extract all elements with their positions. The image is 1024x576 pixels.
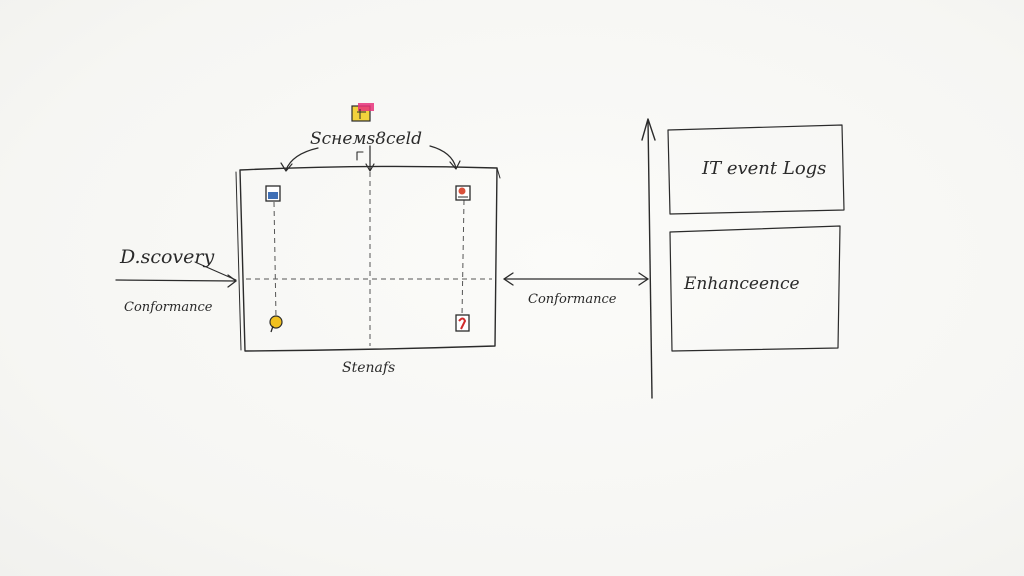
right-curved-arrow-head [449,160,461,170]
red-tag-icon [455,314,470,332]
main-panel [239,165,498,352]
left-link-line [273,201,277,319]
enhancement-label: Enhanceence [683,274,800,294]
left-input-arrow-head [227,274,237,288]
left-curved-arrow [285,147,319,171]
middle-conformance-label: Conformance [528,292,617,307]
small-bracket-mark [356,151,364,161]
blue-note-icon [265,185,281,202]
right-curved-arrow [429,145,457,169]
discovery-label: D.scovery [119,246,214,268]
left-conformance-label: Conformance [124,300,213,315]
bottom-label: Stenafs [342,360,395,376]
event-logs-label: IT event Logs [701,158,826,179]
discovery-tail [194,261,237,281]
enhancement-box [669,225,841,352]
yellow-pin-icon [269,315,283,333]
red-note-icon [455,185,471,201]
vertical-axis-arrow [647,119,653,399]
vertical-axis-arrow-head [641,118,656,141]
left-curved-arrow-head [280,162,293,172]
panel-left-edge [235,171,242,351]
right-link-line [461,199,465,317]
double-arrow-right-head [638,272,649,286]
event-logs-box [667,124,845,215]
panel-corner-curl [496,167,501,179]
folder-icon [351,103,374,122]
double-arrow-left-head [503,272,514,286]
left-input-arrow [115,279,237,282]
top-label: Scнемѕ8сeld [310,129,422,149]
